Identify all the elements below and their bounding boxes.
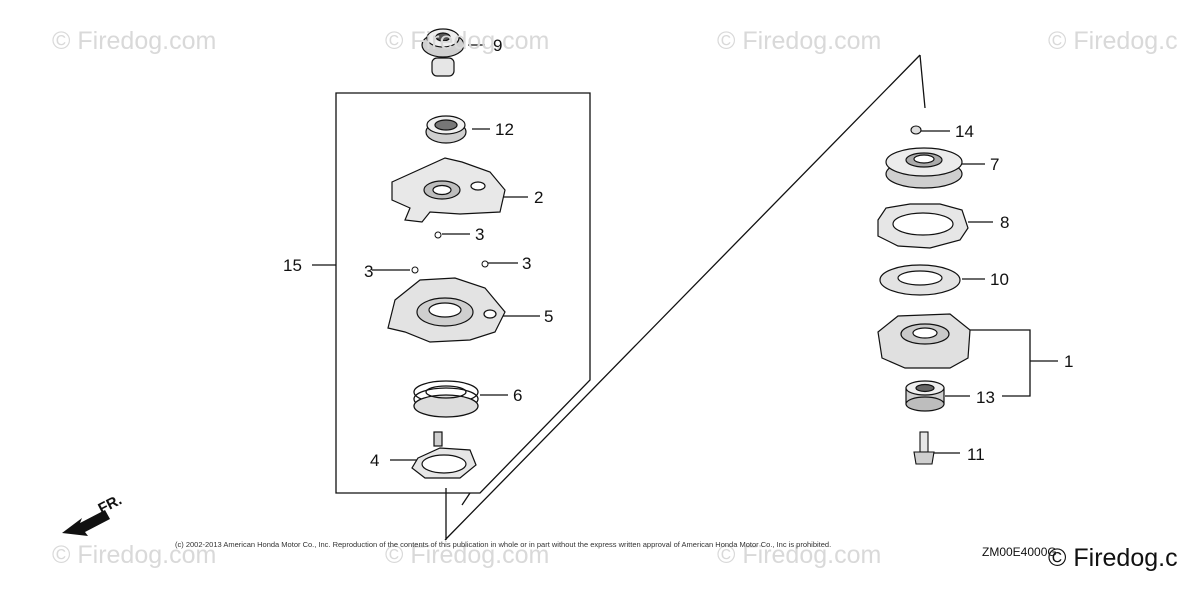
watermark: © Firedog.c	[1048, 27, 1178, 55]
callout-4: 4	[370, 451, 380, 470]
part-8-ring	[877, 203, 969, 249]
watermark: © Firedog.com	[52, 541, 217, 569]
part-5-plate	[387, 277, 506, 343]
callout-15: 15	[283, 256, 302, 275]
part-12-bearing	[425, 115, 467, 144]
watermark: © Firedog.com	[717, 541, 882, 569]
part-7-pulley	[885, 147, 963, 189]
callout-14: 14	[955, 122, 974, 141]
watermark: © Firedog.com	[717, 27, 882, 55]
fr-arrow-icon	[62, 510, 110, 536]
callout-7: 7	[990, 155, 1000, 174]
callout-9: 9	[493, 36, 503, 55]
part-9-knob	[421, 28, 465, 77]
part-11-bolt	[913, 431, 935, 465]
callout-3: 3	[522, 254, 532, 273]
part-14-pin	[910, 125, 922, 135]
part-13-bearing	[905, 380, 945, 412]
part-4-ratchet	[411, 431, 477, 479]
watermark: © Firedog.com	[385, 541, 550, 569]
connector-lines	[444, 54, 926, 541]
callout-3: 3	[475, 225, 485, 244]
part-2-plate	[391, 157, 506, 223]
diagram-code: ZM00E4000G	[982, 545, 1057, 559]
part-1-housing	[877, 313, 971, 369]
copyright-notice: (c) 2002-2013 American Honda Motor Co., …	[175, 540, 832, 549]
callout-6: 6	[513, 386, 523, 405]
callout-3: 3	[364, 262, 374, 281]
part-6-spring	[413, 380, 479, 418]
part-10-washer	[879, 264, 961, 296]
callout-13: 13	[976, 388, 995, 407]
assembly-bracket-15	[335, 92, 591, 494]
callout-8: 8	[1000, 213, 1010, 232]
part-3-balls	[411, 231, 489, 274]
callout-12: 12	[495, 120, 514, 139]
callout-10: 10	[990, 270, 1009, 289]
callout-2: 2	[534, 188, 544, 207]
callout-5: 5	[544, 307, 554, 326]
leader-lines	[312, 44, 1058, 461]
callout-11: 11	[967, 445, 985, 464]
watermark: © Firedog.com	[52, 27, 217, 55]
brand-watermark: © Firedog.c	[1048, 544, 1178, 572]
watermark: © Firedog.com	[385, 27, 550, 55]
callout-1: 1	[1064, 352, 1074, 371]
